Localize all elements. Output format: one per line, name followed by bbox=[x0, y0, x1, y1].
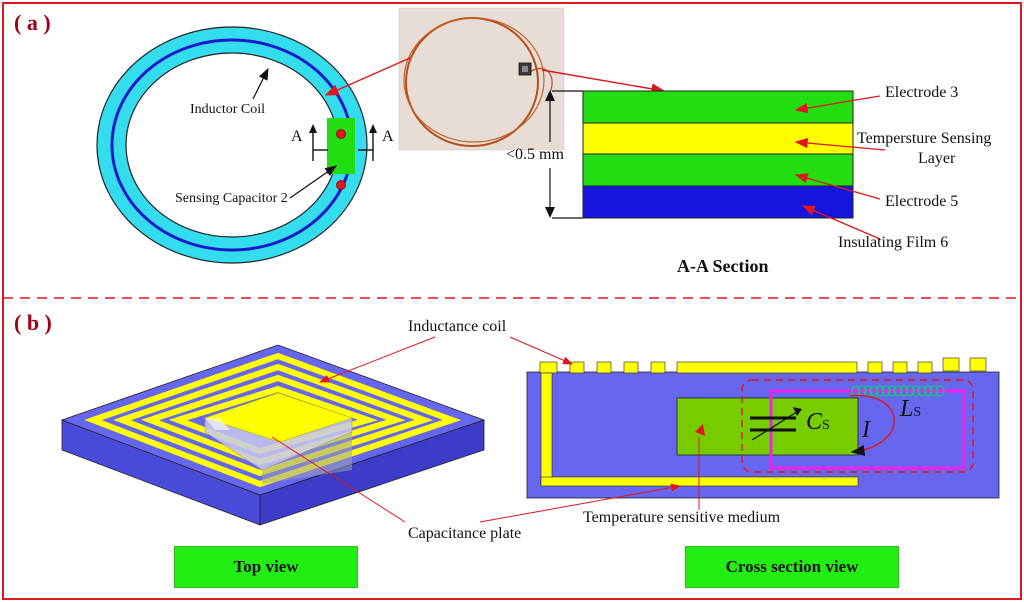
cross-section-device bbox=[526, 357, 1000, 499]
medium-label: Temperature sensitive medium bbox=[583, 509, 781, 526]
electrode-top-label: Electrode 3 bbox=[885, 84, 959, 101]
capacitance-plate-label: Capacitance plate bbox=[408, 525, 522, 542]
sensing-layer-label-line2: Layer bbox=[918, 150, 956, 167]
insulating-film-pointer bbox=[801, 205, 881, 240]
ls-main: L bbox=[900, 396, 914, 422]
insulating-film-label: Insulating Film 6 bbox=[838, 234, 949, 251]
electrode-top-pointer bbox=[794, 95, 881, 114]
current-symbol: I bbox=[862, 417, 870, 443]
top-view-button[interactable]: Top view bbox=[174, 546, 358, 588]
sensing-capacitor-block bbox=[327, 118, 355, 174]
section-marks bbox=[312, 131, 374, 161]
photo-to-section-arrow bbox=[541, 69, 666, 95]
inductance-coil-label: Inductance coil bbox=[408, 318, 507, 335]
section-mark-left: A bbox=[291, 128, 303, 145]
capacitance-plate-leader-left bbox=[271, 436, 406, 523]
photo-to-ring-arrow bbox=[324, 57, 411, 96]
sensing-capacitor-label: Sensing Capacitor 2 bbox=[175, 191, 288, 206]
electrode-bottom-pointer bbox=[794, 173, 881, 200]
ring-sensor bbox=[96, 26, 368, 264]
top-view-device bbox=[60, 344, 486, 526]
panel-a-tag: ( a ) bbox=[14, 10, 51, 35]
layer-stack bbox=[582, 90, 854, 219]
sensing-layer-label-line1: Tempersture Sensing bbox=[857, 130, 992, 147]
panel-b-tag: ( b ) bbox=[14, 310, 52, 335]
capacitance-plate-leader-right bbox=[479, 483, 681, 523]
inductor-coil-label: Inductor Coil bbox=[190, 102, 266, 117]
section-mark-right: A bbox=[382, 128, 394, 145]
thickness-label: <0.5 mm bbox=[506, 146, 564, 163]
inductor-coil-leader bbox=[252, 67, 269, 100]
section-title: A-A Section bbox=[677, 256, 769, 276]
cross-section-view-button[interactable]: Cross section view bbox=[685, 546, 899, 588]
inductance-coil-leader-left bbox=[319, 336, 436, 383]
electrode-bottom-label: Electrode 5 bbox=[885, 193, 959, 210]
sensor-photo bbox=[398, 7, 565, 151]
ls-sub: S bbox=[913, 405, 922, 420]
sensing-layer-pointer bbox=[794, 137, 886, 151]
cs-symbol: CS bbox=[806, 409, 830, 436]
cs-main: C bbox=[806, 409, 823, 435]
cs-sub: S bbox=[822, 418, 830, 433]
inductance-coil-leader-right bbox=[509, 336, 573, 365]
sensing-capacitor-leader bbox=[289, 165, 337, 199]
ls-symbol: LS bbox=[900, 396, 921, 423]
